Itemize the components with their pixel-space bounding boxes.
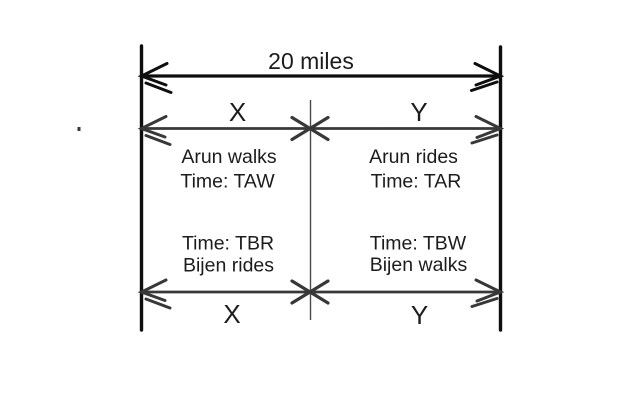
- bottom-junction-cross-stroke-2: [290, 279, 330, 305]
- segment-y-bottom-label: Y: [411, 300, 428, 330]
- segment-arrows-group: [137, 115, 505, 310]
- stray-ink-dot: [77, 127, 81, 131]
- bijen-walk-time-label: Time: TBW: [370, 233, 467, 255]
- total-arrow-head-left: [137, 62, 169, 87]
- total-arrow-head-right-sketch-stroke: [470, 80, 499, 92]
- labels-group: 20 miles X Y Arun walks Time: TAW Arun r…: [180, 48, 467, 330]
- bijen-walks-label: Bijen walks: [370, 254, 468, 276]
- bottom-arrow-head-left: [137, 278, 168, 302]
- mid-junction-cross-stroke-2: [290, 115, 330, 142]
- mid-arrow-head-right: [474, 115, 505, 139]
- arun-rides-label: Arun rides: [369, 146, 458, 168]
- bottom-arrow-head-right-sketch-stroke: [470, 297, 499, 308]
- mid-arrow-head-right-sketch-stroke: [470, 133, 499, 145]
- boundary-and-total-arrow-group: [137, 44, 505, 332]
- mid-arrow-head-left-sketch-stroke: [144, 134, 172, 146]
- bijen-ride-time-label: Time: TBR: [182, 233, 274, 255]
- total-distance-label: 20 miles: [268, 48, 354, 74]
- arun-walk-time-label: Time: TAW: [180, 171, 275, 193]
- arun-ride-time-label: Time: TAR: [371, 171, 462, 193]
- mid-arrow-head-left: [137, 115, 168, 139]
- segment-x-bottom-label: X: [223, 299, 240, 329]
- segment-x-top-label: X: [229, 97, 246, 127]
- bijen-rides-label: Bijen rides: [183, 255, 274, 277]
- total-arrow-head-right: [473, 62, 505, 87]
- bottom-arrow-head-right: [474, 278, 505, 303]
- total-arrow-head-left-sketch-stroke: [144, 81, 173, 94]
- segment-y-top-label: Y: [410, 97, 427, 127]
- bottom-arrow-head-left-sketch-stroke: [144, 297, 172, 310]
- arun-walks-label: Arun walks: [181, 146, 277, 168]
